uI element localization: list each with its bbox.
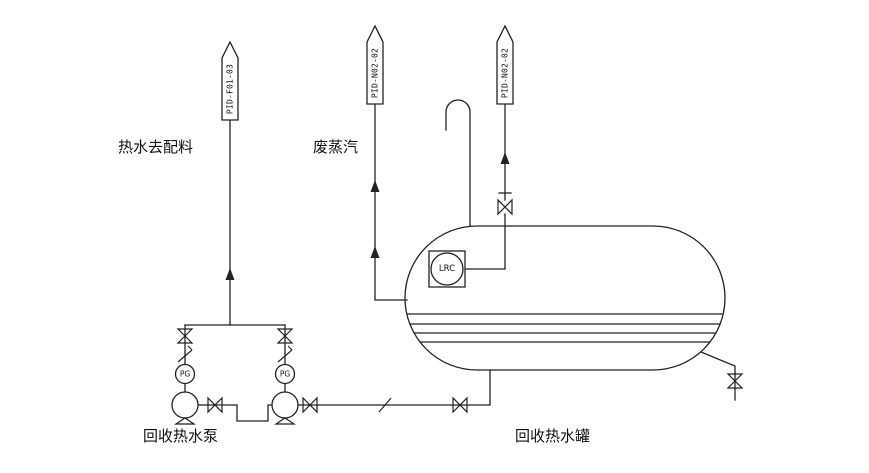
pump-body-icon (171, 391, 199, 419)
discharge-header: PG PG (174, 324, 296, 394)
connector-flag-icon (221, 40, 239, 121)
flow-arrow-up-icon (370, 246, 380, 258)
suction-valve-1-icon (207, 396, 223, 414)
suction-valve-2-icon (302, 396, 318, 414)
lrc-tag: LRC (439, 264, 455, 274)
control-valve-icon (497, 198, 513, 216)
lrc-bubble (430, 252, 464, 286)
check-valve-2-icon (277, 345, 293, 363)
connector-flag-icon (496, 24, 514, 105)
tank-level-lines (405, 313, 725, 343)
flow-arrow-up-icon (500, 152, 510, 164)
waste-steam-label: 废蒸汽 (313, 139, 358, 156)
connector-flag-icon (366, 24, 384, 105)
pg-tag: PG (280, 370, 291, 379)
hot-water-line: PID-F01-03 热水去配料 (118, 40, 239, 326)
flow-arrow-up-icon (225, 268, 235, 280)
tank-shell (404, 225, 726, 371)
tank (404, 225, 726, 371)
waste-steam-line: PID-N02-02 废蒸汽 (313, 24, 408, 301)
inlet-pipe-lower (462, 213, 506, 270)
tank-outlet-valve-icon (452, 396, 468, 414)
offpage-connector-3: PID-N02-02 (496, 24, 514, 105)
suction-line (184, 369, 491, 422)
connector-id: PID-F01-03 (226, 64, 235, 114)
pump-base-icon (274, 417, 296, 425)
connector-id: PID-N02-02 (371, 48, 380, 98)
pressure-gauge-2: PG (274, 363, 296, 385)
lrc-instrument: LRC (428, 250, 466, 288)
suction-pipe (184, 369, 491, 422)
gooseneck-vent (445, 99, 471, 227)
pressure-gauge-1: PG (174, 363, 196, 385)
pg-tag: PG (180, 370, 191, 379)
pump-caption: 回收热水泵 (143, 428, 218, 445)
pump-2 (271, 391, 299, 425)
pg-bubble (174, 363, 196, 385)
drain-valve-icon (726, 373, 744, 389)
pump-base-icon (174, 417, 196, 425)
drain-line (700, 351, 744, 401)
pump-1 (171, 391, 199, 425)
line-break-icon (378, 397, 392, 413)
tank-caption: 回收热水罐 (515, 428, 590, 445)
pump-body-icon (271, 391, 299, 419)
hot-water-label: 热水去配料 (118, 139, 193, 156)
connector-id: PID-N02-02 (501, 48, 510, 98)
pg-bubble (274, 363, 296, 385)
discharge-valve-1-icon (176, 328, 194, 344)
drain-pipe (700, 351, 736, 401)
flow-arrow-up-icon (370, 180, 380, 192)
discharge-valve-2-icon (276, 328, 294, 344)
inlet-line (462, 103, 513, 270)
check-valve-1-icon (177, 345, 193, 363)
